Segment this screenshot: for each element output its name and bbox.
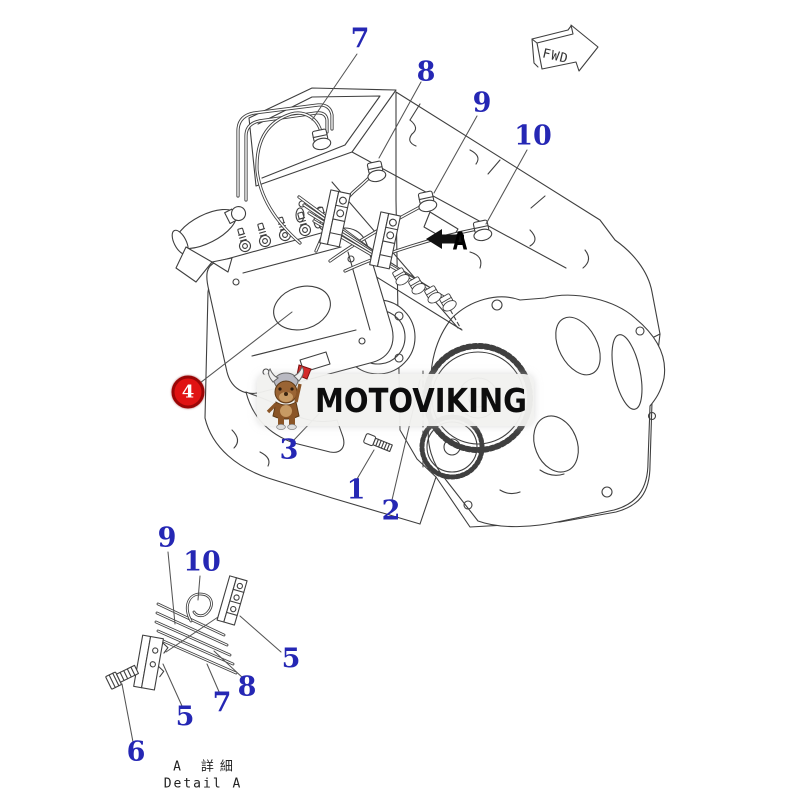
watermark-brand: MOTOVIKING	[314, 380, 528, 420]
detail-caption-jp: A 詳細	[173, 759, 239, 775]
detail-callout-5-right: 5	[281, 643, 301, 675]
fuel-pipe-loop	[236, 103, 334, 202]
viking-dog-mascot-icon	[262, 364, 314, 437]
detail-callout-6: 6	[126, 736, 146, 768]
callout-9: 9	[472, 87, 492, 119]
detail-callout-5-left: 5	[175, 701, 195, 733]
callout-2: 2	[381, 495, 401, 527]
stud-part	[363, 433, 393, 453]
callout-10: 10	[514, 120, 552, 152]
detail-callout-7: 7	[212, 687, 232, 719]
detail-caption-en: Detail A	[163, 776, 243, 792]
callout-1: 1	[346, 474, 366, 506]
watermark-band	[257, 374, 534, 426]
callout-4-highlight: 4	[171, 375, 205, 409]
detail-clamp-right	[216, 575, 248, 626]
view-marker-label: A	[452, 226, 468, 256]
callout-7: 7	[350, 23, 370, 55]
detail-callout-9: 9	[157, 522, 177, 554]
fwd-arrow-label: FWD	[541, 46, 570, 67]
detail-a-drawing	[105, 575, 248, 691]
callout-3: 3	[279, 434, 299, 466]
detail-callout-8: 8	[237, 671, 257, 703]
detail-bolt	[105, 664, 140, 690]
view-direction-arrow-icon	[426, 229, 464, 249]
callout-4-label: 4	[181, 381, 195, 402]
detail-callout-10: 10	[183, 546, 221, 578]
pump-solenoid	[171, 205, 247, 283]
detail-clamp-left	[133, 634, 169, 691]
fwd-arrow-icon	[531, 24, 599, 72]
callout-8: 8	[416, 56, 436, 88]
